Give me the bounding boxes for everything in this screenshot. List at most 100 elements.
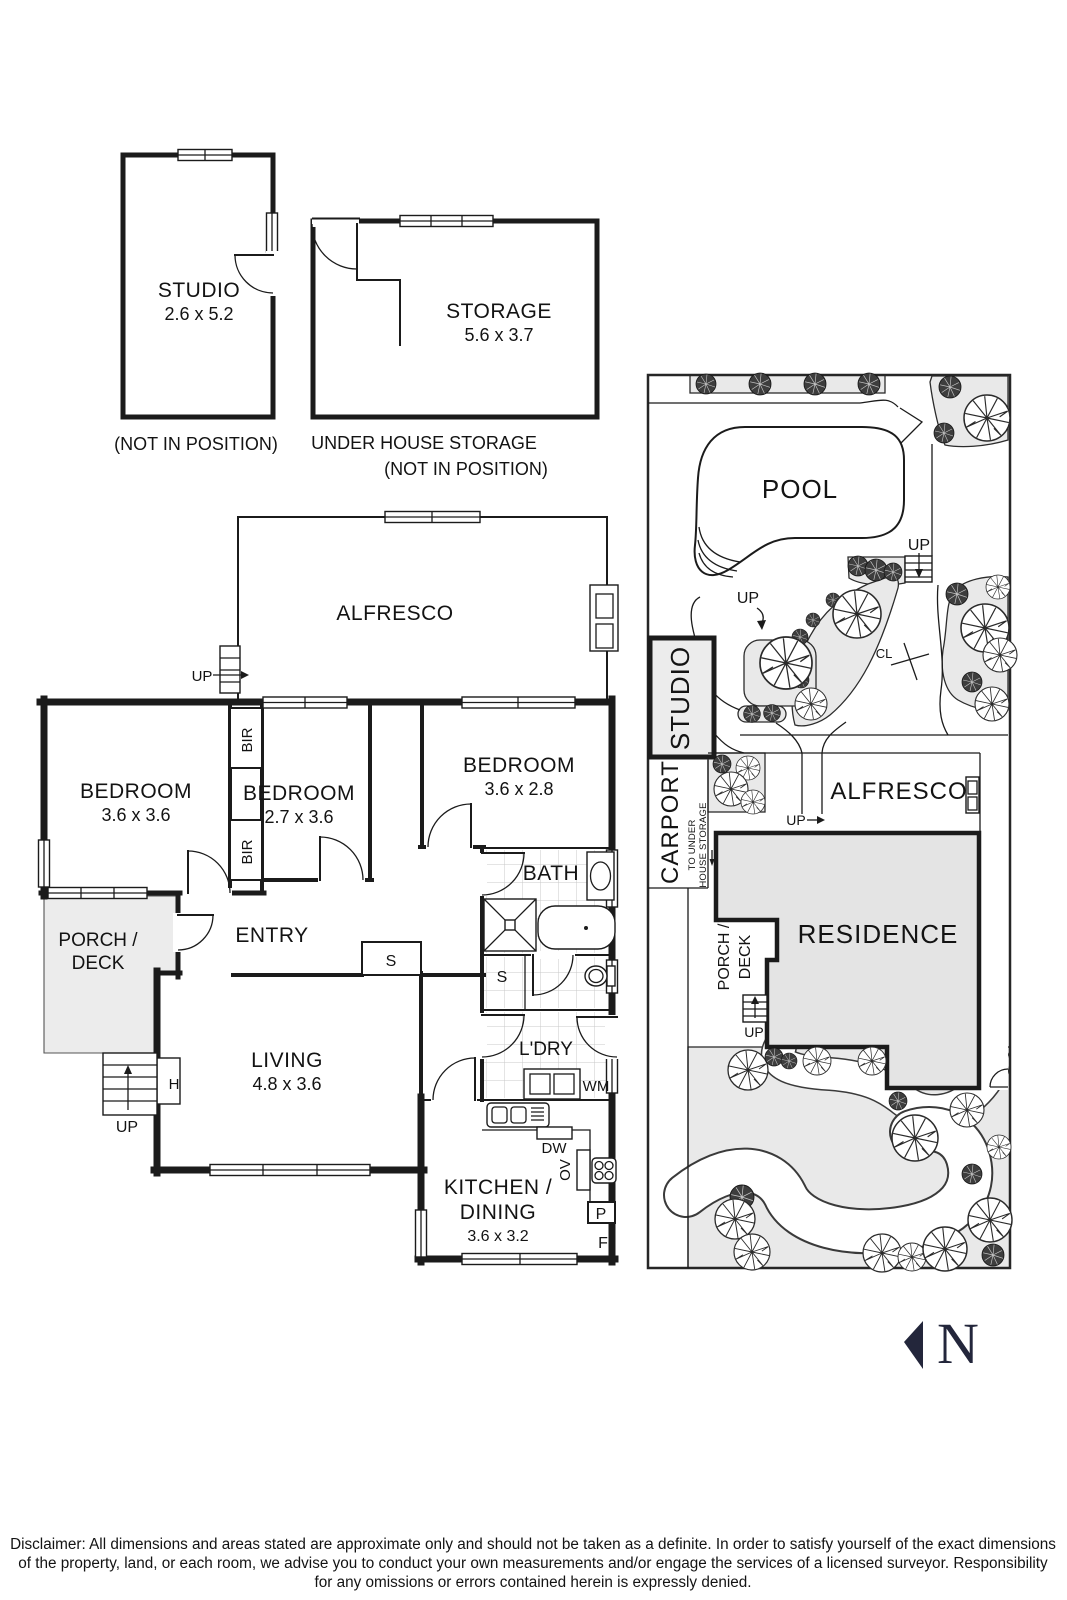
pantry-label: P [596, 1206, 607, 1223]
tree-icon [922, 1226, 968, 1272]
bush-icon [763, 704, 781, 722]
stairs-icon: UP [742, 994, 768, 1040]
oven-icon: OV [557, 1149, 591, 1191]
walkway [801, 753, 823, 814]
window-icon [265, 212, 279, 253]
tree-icon [857, 1046, 887, 1076]
bbq-icon [965, 776, 980, 814]
tree-icon [740, 789, 766, 815]
disclaimer-line2: of the property, land, or each room, we … [18, 1555, 1048, 1572]
kitchen-dims: 3.6 x 3.2 [467, 1228, 528, 1245]
door-icon [426, 803, 473, 852]
outbuilding-storage: STORAGE 5.6 x 3.7 UNDER HOUSE STORAGE (N… [310, 214, 600, 479]
tree-icon [862, 1233, 902, 1273]
up-label: UP [786, 812, 805, 828]
site-alfresco: UP ALFRESCO [708, 752, 981, 833]
bedroom2-dims: 2.7 x 3.6 [264, 807, 333, 827]
svg-text:CL: CL [876, 646, 893, 661]
bush-icon [695, 373, 717, 395]
bush-icon [864, 558, 888, 582]
window-icon [461, 696, 576, 709]
tree-icon [794, 687, 828, 721]
bush-icon [945, 582, 969, 606]
bedroom3-label: BEDROOM [463, 754, 575, 777]
window-icon [262, 696, 348, 709]
bedroom3-dims: 3.6 x 2.8 [484, 779, 553, 799]
disclaimer-line3: for any omissions or errors contained he… [314, 1574, 751, 1591]
gate-curve [713, 732, 745, 754]
outbuilding-studio: STUDIO 2.6 x 5.2 (NOT IN POSITION) [114, 148, 280, 454]
north-arrow-icon [904, 1321, 923, 1369]
door-icon [431, 1057, 477, 1105]
door-icon [576, 1015, 619, 1059]
site-alfresco-label: ALFRESCO [830, 778, 967, 805]
carport-label: CARPORT [657, 760, 684, 884]
shower-icon [483, 898, 537, 952]
tree-icon [985, 574, 1011, 600]
heater-label: H [169, 1076, 180, 1093]
tree-icon [714, 1198, 756, 1240]
door-icon [318, 836, 365, 885]
disclaimer: Disclaimer: All dimensions and areas sta… [10, 1536, 1056, 1591]
door-icon [478, 852, 525, 896]
living-label: LIVING [251, 1049, 323, 1072]
washing-machine-icon: WM [523, 1068, 610, 1100]
up-path-label: UP [737, 590, 766, 630]
laundry-label: L'DRY [519, 1039, 573, 1060]
pantry: P [587, 1201, 616, 1224]
site-studio-label: STUDIO [665, 646, 695, 750]
tree-icon [832, 589, 882, 639]
door-icon [478, 1013, 525, 1059]
toilet-icon [584, 965, 616, 987]
built-in-robe: BIR [229, 707, 263, 769]
kitchen-label-line1: KITCHEN / [444, 1176, 552, 1199]
bedroom2-label: BEDROOM [243, 782, 355, 805]
tree-icon [727, 1049, 769, 1091]
up-label: UP [192, 668, 213, 685]
window-icon [37, 839, 51, 888]
bush-icon [981, 1243, 1005, 1267]
gate [899, 407, 924, 444]
fence-line [648, 399, 899, 408]
storage-access-line2: HOUSE STORAGE [698, 802, 709, 887]
porch-label-line2: DECK [72, 953, 125, 974]
bush-icon [805, 612, 821, 628]
storage-access-line1: TO UNDER [687, 819, 698, 870]
storage-label: STORAGE [446, 300, 552, 323]
tree-icon [967, 1197, 1013, 1243]
wm-label: WM [583, 1078, 610, 1095]
door-icon [989, 1068, 1009, 1088]
tree-icon [897, 1242, 927, 1272]
tree-icon [733, 1233, 771, 1271]
alfresco-label: ALFRESCO [336, 602, 453, 625]
fridge-label: F [598, 1235, 608, 1252]
bush-icon [764, 1047, 784, 1067]
bedroom1-dims: 3.6 x 3.6 [101, 805, 170, 825]
door-icon [186, 850, 232, 898]
disclaimer-line1: Disclaimer: All dimensions and areas sta… [10, 1536, 1056, 1553]
storage-dims: 5.6 x 3.7 [464, 325, 533, 345]
living-dims: 4.8 x 3.6 [252, 1074, 321, 1094]
bush-icon [857, 372, 881, 396]
kitchen-label-line2: DINING [460, 1201, 537, 1224]
clothesline-icon: CL [876, 642, 930, 681]
site-boundary [646, 373, 1012, 1270]
door-icon [311, 214, 360, 270]
dw-label: DW [542, 1140, 568, 1157]
studio-dims: 2.6 x 5.2 [164, 304, 233, 324]
pool-label: POOL [762, 474, 838, 504]
tree-icon [802, 1046, 832, 1076]
up-label: UP [744, 1024, 763, 1040]
tree-icon [949, 1092, 985, 1128]
bush-icon [780, 1052, 798, 1070]
window-icon [47, 886, 148, 900]
bir-label: BIR [239, 727, 256, 752]
dishwasher-icon: DW [536, 1126, 573, 1157]
porch-label-line1: PORCH / [58, 930, 138, 951]
site-plan: POOL UP UP CL STUDIO CARPORT TO UNDE [646, 372, 1018, 1273]
entry-label: ENTRY [235, 924, 308, 947]
kitchen-sink-icon [486, 1102, 550, 1128]
studio-note: (NOT IN POSITION) [114, 434, 278, 454]
stairs-icon [219, 645, 241, 694]
